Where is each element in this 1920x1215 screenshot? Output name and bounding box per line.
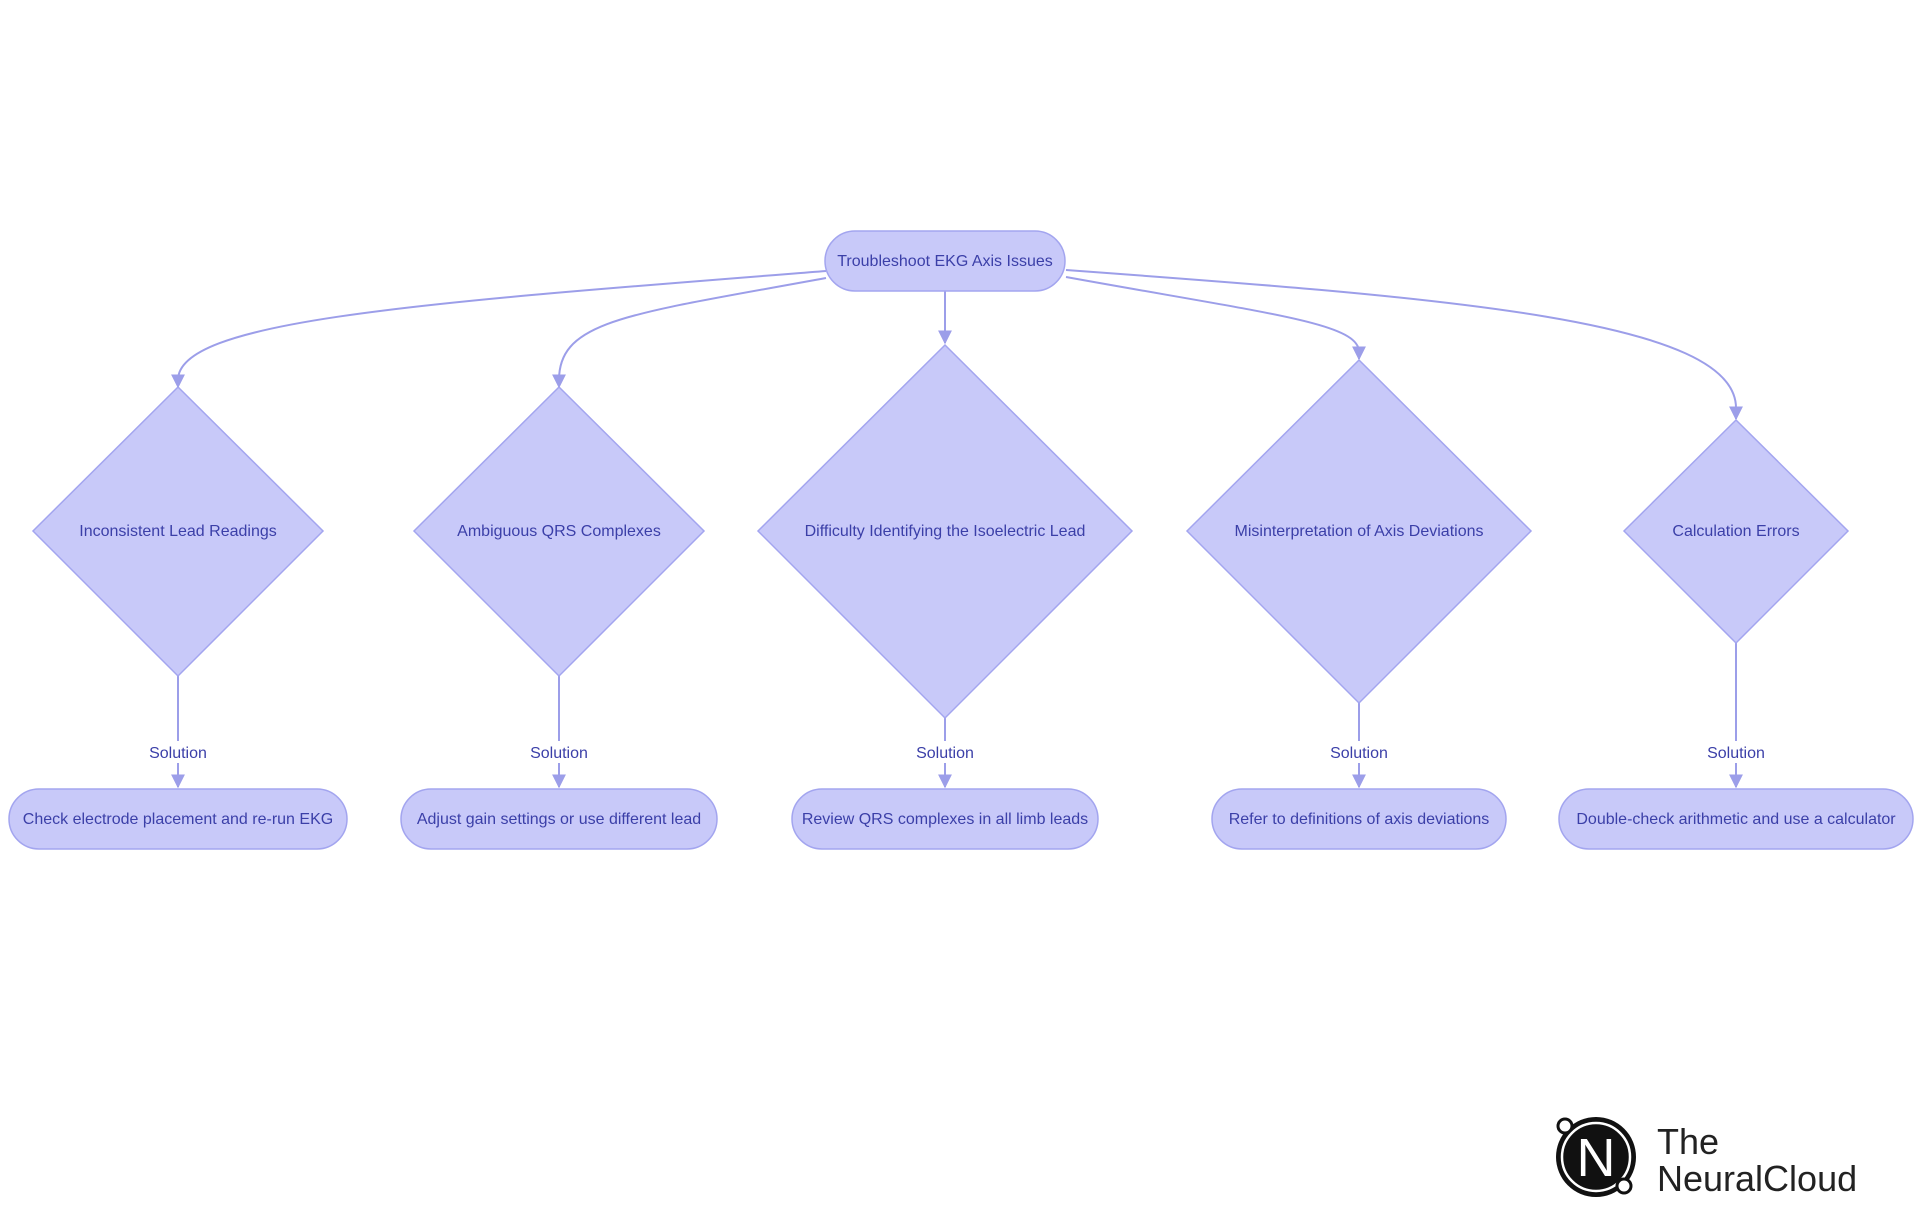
solution-label-1: Check electrode placement and re-run EKG [23, 811, 333, 828]
problem-node-2[interactable]: Ambiguous QRS Complexes [412, 385, 706, 678]
root-label: Troubleshoot EKG Axis Issues [837, 253, 1053, 270]
edge-root-to-problem-1 [171, 270, 827, 389]
problem-label-2: Ambiguous QRS Complexes [457, 523, 661, 540]
edge-label-1: Solution [149, 745, 207, 762]
problem-node-5[interactable]: Calculation Errors [1622, 418, 1850, 645]
edge-label-3: Solution [916, 745, 974, 762]
root-node[interactable]: Troubleshoot EKG Axis Issues [824, 230, 1066, 292]
logo-line-1: The [1657, 1121, 1719, 1162]
solution-node-4[interactable]: Refer to definitions of axis deviations [1211, 788, 1507, 850]
solution-node-3[interactable]: Review QRS complexes in all limb leads [791, 788, 1099, 850]
problem-label-3: Difficulty Identifying the Isoelectric L… [805, 523, 1086, 540]
edge-label-4: Solution [1330, 745, 1388, 762]
edge-root-to-problem-2 [552, 277, 827, 389]
problem-node-1[interactable]: Inconsistent Lead Readings [31, 385, 325, 678]
solution-node-5[interactable]: Double-check arithmetic and use a calcul… [1558, 788, 1914, 850]
solution-label-2: Adjust gain settings or use different le… [417, 811, 701, 828]
edge-label-5: Solution [1707, 745, 1765, 762]
solution-node-1[interactable]: Check electrode placement and re-run EKG [8, 788, 348, 850]
solution-label-4: Refer to definitions of axis deviations [1229, 811, 1490, 828]
solution-label-5: Double-check arithmetic and use a calcul… [1576, 811, 1896, 828]
problem-label-4: Misinterpretation of Axis Deviations [1235, 523, 1484, 540]
edge-labels: Solution Solution Solution Solution Solu… [143, 741, 1771, 763]
logo-mark-letter: N [1577, 1128, 1616, 1188]
neuralcloud-logo-icon: N [1556, 1117, 1636, 1197]
problem-label-5: Calculation Errors [1672, 523, 1799, 540]
solution-label-3: Review QRS complexes in all limb leads [802, 811, 1088, 828]
problem-node-3[interactable]: Difficulty Identifying the Isoelectric L… [756, 343, 1134, 720]
edge-root-to-problem-4 [1065, 276, 1366, 361]
edge-root-to-problem-5 [1065, 269, 1743, 421]
problem-label-1: Inconsistent Lead Readings [79, 523, 276, 540]
brand-logo: N The NeuralCloud [1556, 1117, 1857, 1199]
problem-node-4[interactable]: Misinterpretation of Axis Deviations [1185, 358, 1533, 705]
root-edges [171, 269, 1743, 421]
logo-line-2: NeuralCloud [1657, 1158, 1857, 1199]
solution-node-2[interactable]: Adjust gain settings or use different le… [400, 788, 718, 850]
edge-label-2: Solution [530, 745, 588, 762]
